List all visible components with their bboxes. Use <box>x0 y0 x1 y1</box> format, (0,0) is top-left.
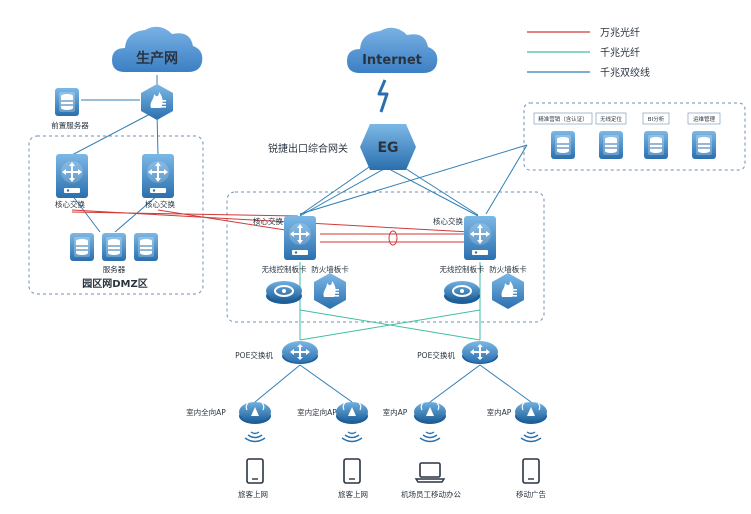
core-switch-right-icon <box>464 216 496 260</box>
poe-switch-right-label: POE交换机 <box>417 350 455 360</box>
service-tab-bi <box>642 112 670 125</box>
service-label-bi: BI分析 <box>648 115 665 123</box>
ap3-icon <box>413 401 447 425</box>
ap1-wifi-icon <box>244 431 266 443</box>
eg-gateway: EG <box>360 124 416 170</box>
service-server-positioning-icon <box>598 130 624 160</box>
wireless-controller-left-icon <box>265 280 303 305</box>
internet-cloud-label: Internet <box>362 53 422 68</box>
services-zone <box>523 102 746 171</box>
wireless-card-left-label: 无线控制板卡 <box>262 264 307 274</box>
ap3-label: 室内AP <box>383 407 408 417</box>
dmz-zone <box>28 135 204 295</box>
service-label-marketing: 精准营销（含认证） <box>538 115 588 123</box>
ap1-label: 室内全向AP <box>186 407 226 417</box>
core-switch-left-label: 核心交换 <box>253 216 283 226</box>
gateway-title: 锐捷出口综合网关 <box>268 142 348 155</box>
service-tab-ops <box>687 112 721 125</box>
service-label-positioning: 无线定位 <box>600 115 623 123</box>
dmz-core-switch-2-label: 核心交换 <box>145 199 175 209</box>
ap4-icon <box>514 401 548 425</box>
dmz-core-switch-2-icon <box>142 154 174 198</box>
legend-label-1g-twisted-pair: 千兆双绞线 <box>600 66 650 79</box>
firewall-card-right-label: 防火墙板卡 <box>489 264 527 274</box>
ap2-label: 室内定向AP <box>297 407 337 417</box>
core-zone <box>226 191 545 323</box>
poe-switch-right-icon <box>462 341 498 364</box>
terminal4-phone-icon <box>522 458 540 484</box>
poe-switch-left-icon <box>282 341 318 364</box>
ap1-icon <box>238 401 272 425</box>
terminal1-phone-icon <box>246 458 264 484</box>
production-cloud-label: 生产网 <box>136 50 178 67</box>
dmz-server-2-icon <box>101 232 127 262</box>
dmz-servers-label: 服务器 <box>103 264 126 274</box>
ap4-label: 室内AP <box>487 407 512 417</box>
wireless-card-right-label: 无线控制板卡 <box>440 264 485 274</box>
service-label-ops: 运维管理 <box>693 115 716 123</box>
dmz-title: 园区网DMZ区 <box>82 278 148 290</box>
service-tab-positioning <box>595 112 627 125</box>
legend-label-1g-fiber: 千兆光纤 <box>600 46 640 59</box>
legend-label-10g-fiber: 万兆光纤 <box>600 26 640 39</box>
wireless-controller-right-icon <box>443 280 481 305</box>
service-server-bi-icon <box>643 130 669 160</box>
eg-gateway-icon <box>360 124 416 170</box>
front-server-icon <box>54 87 80 117</box>
eg-badge: EG <box>377 140 398 156</box>
firewall-card-left-icon <box>314 273 346 309</box>
ap3-wifi-icon <box>419 431 441 443</box>
dmz-server-3-icon <box>133 232 159 262</box>
internet-cloud: Internet <box>347 27 438 73</box>
service-server-ops-icon <box>691 130 717 160</box>
front-server-label: 前置服务器 <box>51 120 89 130</box>
ap4-wifi-icon <box>520 431 542 443</box>
legend: 万兆光纤 千兆光纤 千兆双绞线 <box>527 26 650 79</box>
ap2-icon <box>335 401 369 425</box>
terminal3-laptop-icon <box>415 462 445 483</box>
production-cloud: 生产网 <box>112 26 203 72</box>
firewall-card-right-icon <box>492 273 524 309</box>
terminal1-label: 旅客上网 <box>238 489 268 499</box>
services-row: 精准营销（含认证） 无线定位 BI分析 运维管理 <box>533 112 721 160</box>
ap2-wifi-icon <box>341 431 363 443</box>
dmz-core-switch-1-label: 核心交换 <box>55 199 85 209</box>
terminal4-label: 移动广告 <box>516 489 546 499</box>
firewall-card-left-label: 防火墙板卡 <box>311 264 349 274</box>
dmz-core-switch-1-icon <box>56 154 88 198</box>
production-firewall-icon <box>141 84 173 120</box>
terminal3-label: 机场员工移动办公 <box>401 489 461 499</box>
service-server-marketing-icon <box>550 130 576 160</box>
poe-switch-left-label: POE交换机 <box>235 350 273 360</box>
core-switch-left-icon <box>284 216 316 260</box>
service-tab-marketing <box>533 112 593 125</box>
terminal2-phone-icon <box>343 458 361 484</box>
links <box>71 75 532 403</box>
core-switch-right-label: 核心交换 <box>433 216 463 226</box>
terminal2-label: 旅客上网 <box>338 489 368 499</box>
dmz-server-1-icon <box>69 232 95 262</box>
